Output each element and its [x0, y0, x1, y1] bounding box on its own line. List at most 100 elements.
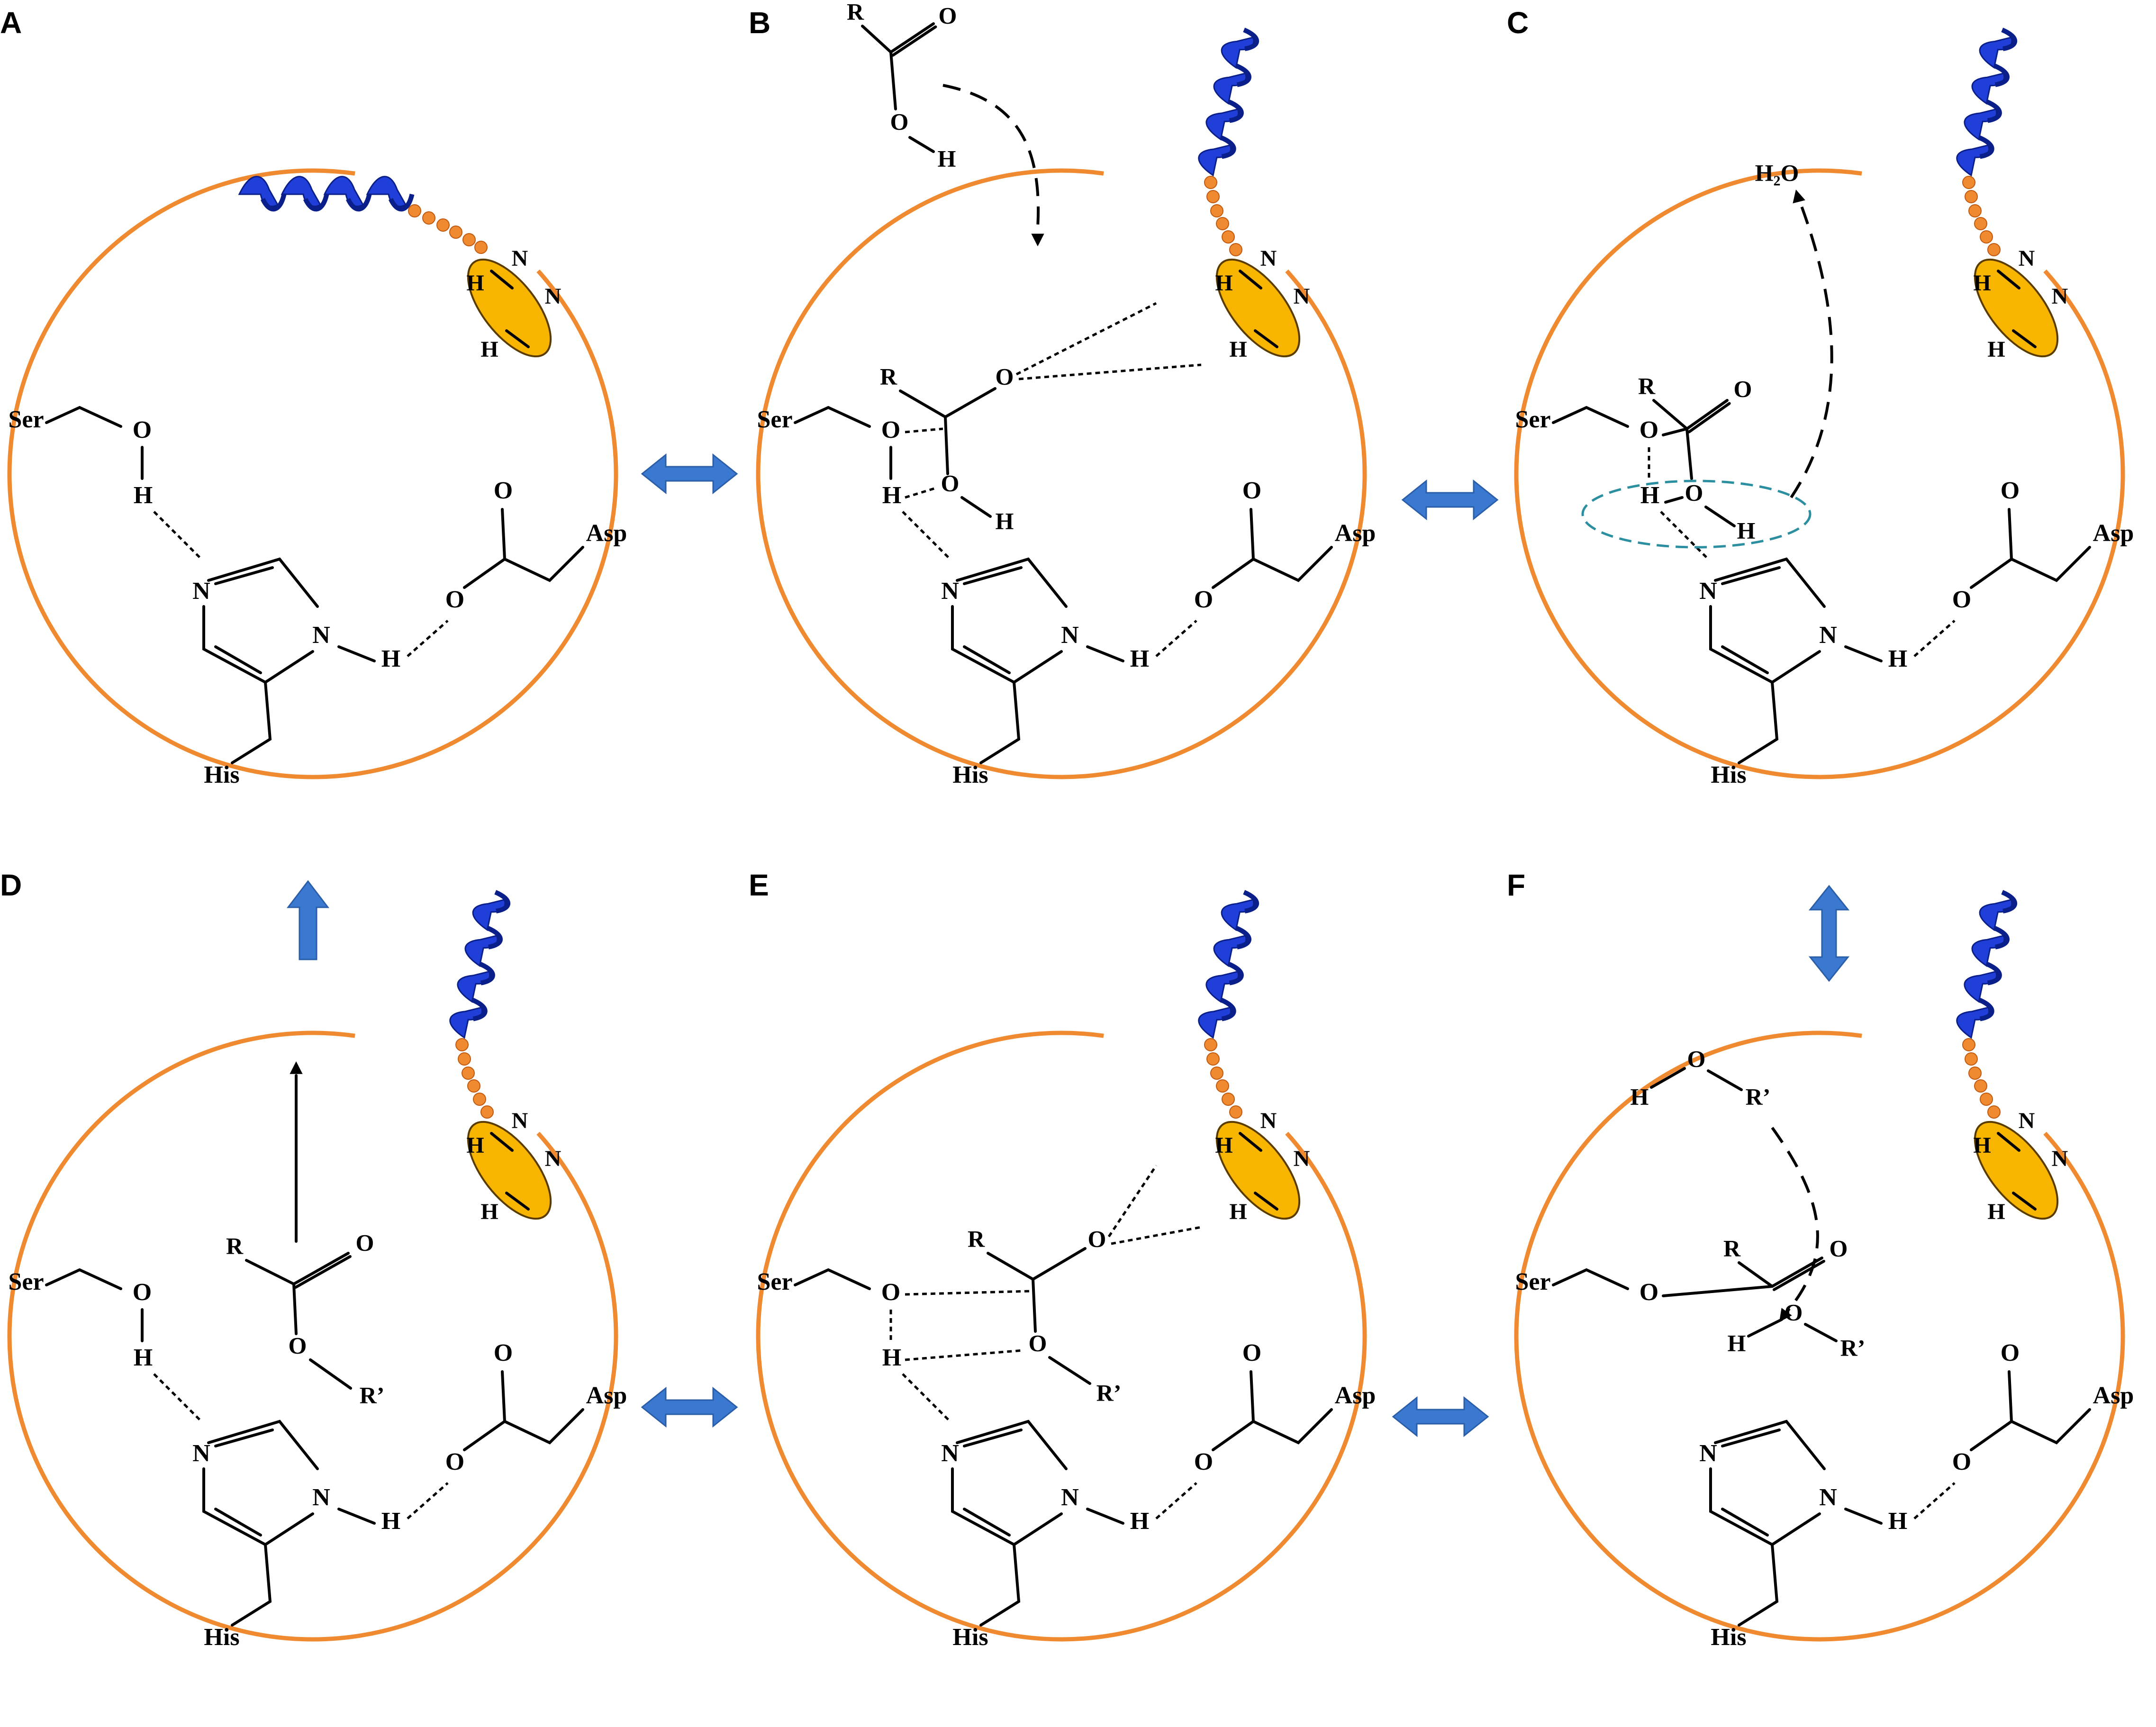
- histidine-label: His: [1711, 1624, 1746, 1651]
- alpha-helix: [1956, 27, 2018, 177]
- bond-line: [1707, 1069, 1743, 1091]
- aspartate-carbonyl-bond: [1250, 508, 1255, 561]
- oxyanion-ellipse: [467, 1121, 552, 1220]
- linker-bead: [1974, 217, 1987, 230]
- linker-bead: [467, 1079, 480, 1093]
- his-n-h-bond: [337, 1508, 376, 1525]
- alpha-helix: [1956, 890, 2018, 1039]
- histidine-chain: [231, 681, 272, 764]
- imidazole-ring-top: [207, 557, 319, 608]
- helix-ribbon-back: [1227, 961, 1244, 986]
- binding-pocket-arc: [756, 168, 1367, 779]
- helix-ribbon-back: [388, 193, 415, 212]
- histidine-chain: [231, 1543, 272, 1627]
- n-h-bond-line: [505, 1192, 530, 1211]
- serine-hydrogen-label: H: [134, 482, 153, 509]
- aspartate-oxygen-label: O: [1952, 1448, 1971, 1475]
- helix-ribbon-back: [260, 193, 287, 212]
- helix-ribbon-segment: [281, 176, 322, 207]
- hydrogen-label: H: [1987, 1199, 2005, 1224]
- double-bond-line: [889, 22, 935, 54]
- alcohol-oxygen-label: O: [1785, 1299, 1803, 1325]
- hydroxyl-oxygen-label: O: [941, 470, 960, 496]
- helix-ribbon-segment: [1205, 970, 1240, 1003]
- n-h-bond-line: [1997, 1132, 2020, 1152]
- aspartate-chain: [1212, 1408, 1333, 1451]
- aspartate-chain: [1970, 546, 2091, 589]
- linker-bead: [1965, 1052, 1978, 1066]
- imidazole-ring-bottom: [202, 1467, 314, 1546]
- serine-label: Ser: [8, 406, 44, 433]
- nitrogen-label: N: [1294, 284, 1310, 309]
- aspartate-carbonyl-bond: [2008, 1370, 2013, 1423]
- imidazole-ring-bottom: [202, 605, 314, 684]
- helix-ribbon-back: [487, 926, 503, 949]
- linker-bead: [1980, 1093, 1993, 1106]
- imidazole-double-bond: [214, 566, 274, 585]
- histidine-nh-label: N: [1819, 622, 1837, 649]
- alcohol-hydrogen-label: H: [1631, 1083, 1649, 1110]
- panel-letter: A: [0, 6, 22, 40]
- n-h-bond-line: [1239, 1132, 1262, 1152]
- aspartate-chain: [1212, 546, 1333, 589]
- histidine-label: His: [204, 1624, 239, 1651]
- linker-bead: [1210, 204, 1223, 217]
- his-h-bond: [153, 511, 202, 560]
- histidine-nh-label: N: [1061, 622, 1079, 649]
- acyl-ester-bond: [1662, 427, 1688, 436]
- hydrogen-label: H: [1229, 337, 1247, 362]
- helix-ribbon-back: [1227, 99, 1244, 123]
- serine-chain: [45, 1268, 122, 1290]
- linker-bead: [1974, 1079, 1987, 1093]
- linker-bead: [1216, 217, 1229, 230]
- his-n-h-bond: [1086, 645, 1124, 662]
- imidazole-double-bond: [1721, 1508, 1769, 1537]
- aspartate-carbonyl-bond: [2008, 508, 2013, 561]
- hydrogen-label: H: [480, 1199, 498, 1224]
- imidazole-double-bond: [1721, 566, 1781, 585]
- his-n-h-bond: [337, 645, 376, 662]
- linker-bead: [1962, 1038, 1975, 1051]
- imidazole-double-bond: [1721, 1429, 1781, 1447]
- helix-ribbon-back: [479, 961, 495, 986]
- hydrogen-bond: [1018, 363, 1202, 380]
- linker-bead: [1980, 230, 1993, 244]
- oxyanion-ellipse: [1215, 1121, 1301, 1220]
- binding-pocket-arc: [1514, 168, 2125, 779]
- helix-ribbon-segment: [464, 934, 498, 967]
- oxyanion-label: O: [996, 363, 1014, 389]
- alcohol-approach-arrow: [1771, 1127, 1819, 1313]
- helix-ribbon-back: [303, 193, 329, 212]
- acyl-r-label: R: [1723, 1235, 1741, 1261]
- oxyanion-ellipse: [467, 258, 552, 358]
- hydrogen-bond: [905, 427, 943, 434]
- reversible-arrow-e-f: [1392, 1396, 1489, 1438]
- histidine-hydrogen-label: H: [381, 1508, 400, 1535]
- linker-bead: [1210, 1067, 1223, 1080]
- serine-hydrogen-label: H: [1640, 482, 1659, 509]
- reversible-arrow-c-f: [1808, 885, 1850, 982]
- bond-line: [1704, 506, 1736, 527]
- hydrogen-bond: [905, 487, 936, 499]
- his-h-bond: [902, 511, 951, 560]
- oxyanion-ellipse: [1974, 1121, 2059, 1220]
- substrate-r-label: R: [880, 363, 897, 389]
- linker-bead: [458, 1052, 471, 1066]
- histidine-nh-label: N: [312, 1484, 330, 1511]
- histidine-n-label: N: [1699, 1440, 1717, 1467]
- serine-label: Ser: [757, 406, 792, 433]
- linker-bead: [480, 1105, 494, 1119]
- helix-ribbon-back: [1235, 63, 1251, 87]
- linker-bead: [1229, 1105, 1242, 1119]
- panel-letter: F: [1507, 868, 1525, 902]
- imidazole-ring-bottom: [951, 1467, 1063, 1546]
- hydrogen-label: H: [466, 1133, 484, 1158]
- imidazole-double-bond: [214, 645, 262, 674]
- histidine-n-label: N: [192, 578, 210, 605]
- hydroxyl-hydrogen-label: H: [938, 145, 956, 172]
- his-h-bond: [1660, 511, 1709, 560]
- aspartate-carbonyl-label: O: [494, 477, 513, 504]
